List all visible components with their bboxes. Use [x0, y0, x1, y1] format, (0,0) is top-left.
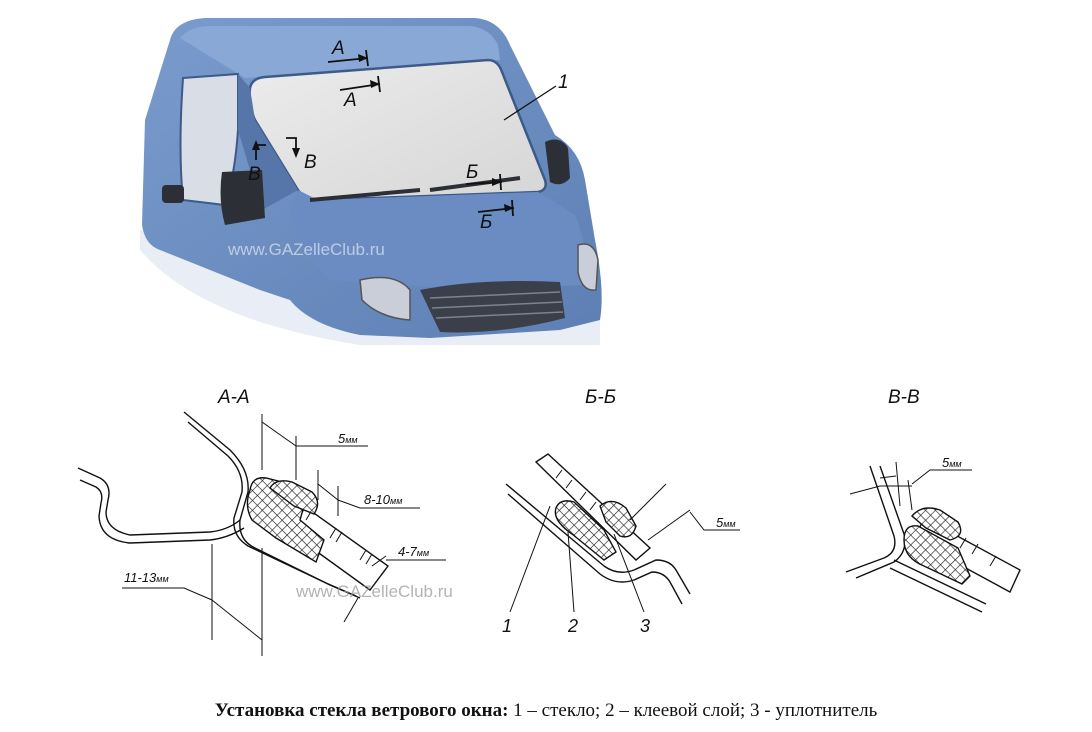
- section-mark-v-right: В: [304, 152, 317, 173]
- section-title-aa: А-А: [218, 387, 250, 408]
- callout-3-seal: 3: [640, 616, 651, 636]
- section-aa: [77, 411, 446, 656]
- cab-illustration: [140, 18, 602, 345]
- dim-aa-gap: 5мм: [338, 431, 358, 446]
- section-title-bb: Б-Б: [585, 387, 617, 408]
- dim-aa-depth: 4-7мм: [398, 544, 430, 559]
- section-vv: [845, 461, 1021, 613]
- caption-title: Установка стекла ветрового окна:: [214, 700, 509, 721]
- watermark-upper: www.GAZelleClub.ru: [228, 240, 385, 259]
- section-mark-a-bottom: А: [344, 90, 357, 111]
- dim-aa-bead: 8-10мм: [364, 492, 403, 507]
- section-title-vv: В-В: [888, 387, 920, 408]
- section-mark-b-top: Б: [466, 162, 479, 183]
- figure-caption: Установка стекла ветрового окна: 1 – сте…: [0, 700, 1092, 722]
- dim-bb-gap: 5мм: [716, 515, 736, 530]
- dim-aa-overlap: 11-13мм: [124, 570, 169, 585]
- section-mark-a-top: А: [332, 38, 345, 59]
- section-mark-v-left: В: [248, 164, 261, 185]
- callout-glass-label: 1: [558, 72, 569, 93]
- right-mirror: [545, 139, 570, 185]
- caption-legend: 1 – стекло; 2 – клеевой слой; 3 - уплотн…: [508, 700, 878, 721]
- section-bb: [505, 453, 740, 613]
- watermark-lower: www.GAZelleClub.ru: [296, 582, 453, 601]
- callout-2-adhesive: 2: [568, 616, 579, 636]
- callout-1-glass: 1: [502, 616, 513, 636]
- dim-vv-gap: 5мм: [942, 455, 962, 470]
- section-mark-b-bottom: Б: [480, 212, 493, 233]
- left-mirror: [220, 170, 265, 225]
